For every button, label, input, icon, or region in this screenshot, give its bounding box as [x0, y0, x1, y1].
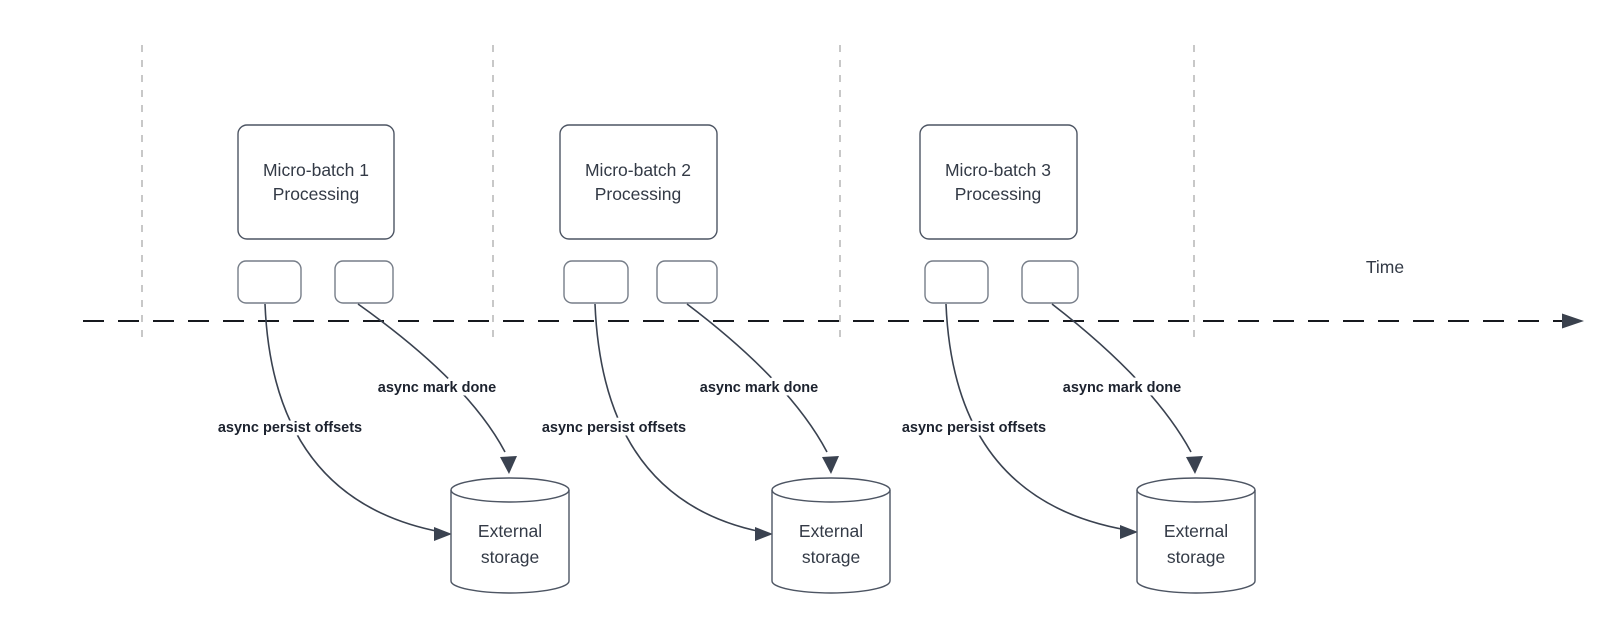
mark-done-arrowhead-3-icon: [1186, 456, 1203, 474]
processing-box-1-title-line2: Processing: [273, 184, 360, 204]
mark-done-label-2: async mark done: [700, 380, 818, 396]
mark-done-label-1: async mark done: [378, 380, 496, 396]
micro-batch-section-2: Micro-batch 2 Processing async persist o…: [538, 124, 891, 594]
external-storage-cylinder-3-lip: [1136, 489, 1256, 503]
external-storage-2-line2: storage: [802, 547, 860, 567]
processing-box-1-title-line1: Micro-batch 1: [263, 160, 369, 180]
mark-done-arrow-3: [1051, 303, 1192, 453]
mark-done-arrowhead-2-icon: [822, 456, 839, 474]
external-storage-2-line1: External: [799, 521, 863, 541]
time-axis-label: Time: [1366, 257, 1404, 277]
external-storage-3-line2: storage: [1167, 547, 1225, 567]
external-storage-cylinder-2: [771, 477, 891, 594]
micro-batch-section-1: Micro-batch 1 Processing async persist o…: [214, 124, 570, 594]
external-storage-cylinder-3: [1136, 477, 1256, 594]
processing-box-2: [559, 124, 718, 240]
persist-offsets-arrow-1: [264, 303, 442, 533]
markdone-task-box-2: [656, 260, 718, 304]
external-storage-3-line1: External: [1164, 521, 1228, 541]
offset-task-box-3: [924, 260, 989, 304]
micro-batch-section-3: Micro-batch 3 Processing async persist o…: [898, 124, 1256, 594]
persist-offsets-label-3: async persist offsets: [902, 420, 1046, 436]
persist-offsets-label-2: async persist offsets: [542, 420, 686, 436]
markdone-task-box-1: [334, 260, 394, 304]
processing-box-3: [919, 124, 1078, 240]
persist-offsets-arrowhead-1-icon: [434, 527, 452, 541]
external-storage-cylinder-2-lip: [771, 489, 891, 503]
persist-offsets-arrowhead-2-icon: [755, 527, 773, 541]
offset-task-box-1: [237, 260, 302, 304]
persist-offsets-arrow-2: [594, 303, 763, 533]
external-storage-1-line1: External: [478, 521, 542, 541]
persist-offsets-arrowhead-3-icon: [1120, 525, 1138, 539]
external-storage-1-line2: storage: [481, 547, 539, 567]
mark-done-arrowhead-1-icon: [500, 456, 517, 474]
markdone-task-box-3: [1021, 260, 1079, 304]
mark-done-arrow-2: [686, 303, 828, 453]
processing-box-3-title-line1: Micro-batch 3: [945, 160, 1051, 180]
external-storage-cylinder-1: [450, 477, 570, 594]
processing-box-2-title-line2: Processing: [595, 184, 682, 204]
mark-done-arrow-1: [357, 303, 506, 453]
processing-box-1: [237, 124, 395, 240]
persist-offsets-arrow-3: [945, 303, 1128, 531]
offset-task-box-2: [563, 260, 629, 304]
time-axis-arrowhead-icon: [1562, 313, 1584, 329]
processing-box-2-title-line1: Micro-batch 2: [585, 160, 691, 180]
persist-offsets-label-1: async persist offsets: [218, 420, 362, 436]
processing-box-3-title-line2: Processing: [955, 184, 1042, 204]
external-storage-cylinder-1-lip: [450, 489, 570, 503]
mark-done-label-3: async mark done: [1063, 380, 1181, 396]
